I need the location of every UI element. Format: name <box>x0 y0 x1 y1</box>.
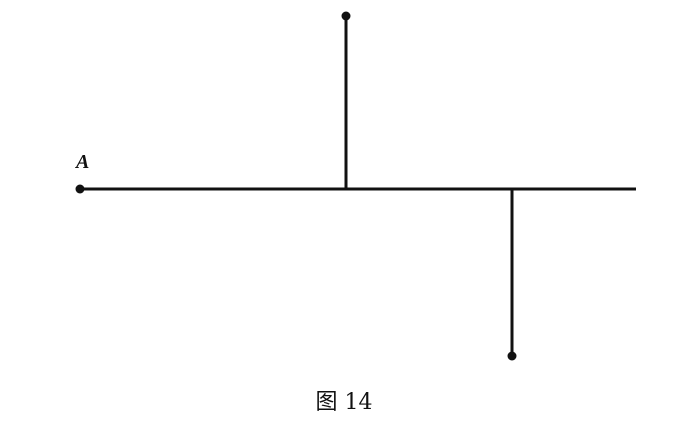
point-a-dot <box>75 184 85 194</box>
upper-endpoint-dot <box>341 11 351 21</box>
point-a-label: A <box>76 151 90 173</box>
figure-caption: 图 14 <box>315 390 373 415</box>
lower-endpoint-dot <box>507 351 517 361</box>
